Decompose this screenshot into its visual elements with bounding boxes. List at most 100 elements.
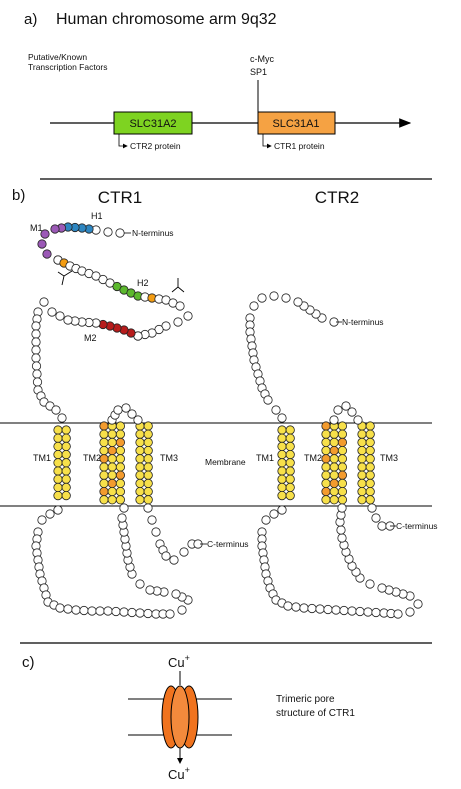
- ctr2-tm2-tm-residue: [321, 462, 331, 472]
- ctr2-tm1-tm-residue: [277, 449, 287, 460]
- ctr1-tm1-tm-residue: [53, 466, 63, 476]
- ctr2-tm1-tm-residue: [277, 482, 287, 492]
- ctr1-tm2-tm-residue: [115, 478, 126, 488]
- ctr1-motif-m1-label: M1: [30, 223, 43, 233]
- ctr1-tm2-tm-residue: [99, 429, 109, 439]
- ctr1-icd-residue: [177, 605, 187, 615]
- ctr1-icd-residue: [165, 609, 175, 619]
- ctr1-loop-residue: [133, 415, 143, 425]
- ctr1-tm1-tm-residue: [53, 449, 63, 460]
- glycosylation-site-1: [57, 270, 73, 286]
- panel-c: c) Cu+ Cu+ Trimeric pore structure of CT…: [22, 653, 355, 782]
- ctr1-ecd2-residue: [31, 329, 41, 339]
- ctr1-tm2-tm-residue: [99, 486, 109, 497]
- ctr1-tm2-tm-residue: [107, 437, 117, 447]
- ctr2-tm2-tm-residue: [337, 421, 347, 431]
- ctr1-tm1-tm-residue: [61, 433, 71, 443]
- ctr1-tm1-label: TM1: [33, 453, 51, 463]
- ctr1-tm2-tm-residue: [115, 470, 126, 480]
- ctr1-icd-residue: [119, 607, 129, 617]
- ctr1-icd-residue: [143, 608, 153, 619]
- ctr2-loop-residue: [353, 415, 363, 425]
- tf-heading-line1: Putative/Known: [28, 52, 87, 62]
- ctr2-tm2-tm-residue: [337, 429, 347, 439]
- membrane-label: Membrane: [205, 457, 246, 467]
- ctr1-tm3-tm-residue: [135, 478, 145, 488]
- ctr2-icd-residue: [393, 609, 403, 619]
- ctr1-tm2-tm-residue: [107, 495, 117, 505]
- ctr2-icd-residue: [377, 583, 387, 593]
- ctr2-icd-residue: [337, 503, 347, 513]
- ctr1-ecd-residue: [173, 317, 183, 327]
- ctr2-tm2-tm-residue: [329, 454, 339, 464]
- ctr1-tm3-label: TM3: [160, 453, 178, 463]
- ctr1-tm1-tm-residue: [61, 490, 71, 501]
- ctr2-cterm-residue: [371, 513, 381, 523]
- ctr1-tm3-tm-residue: [143, 486, 153, 497]
- ctr2-icd-residue: [413, 599, 423, 609]
- ctr1-icd-residue: [135, 579, 145, 589]
- ctr2-topology: [245, 291, 423, 619]
- ctr1-ecd2-residue: [47, 307, 57, 317]
- ctr1-tm3-tm-residue: [143, 429, 153, 439]
- ctr1-tm1-tm-residue: [53, 433, 63, 443]
- ctr1-icd-residue: [87, 606, 97, 616]
- ctr1-tm2-tm-residue: [107, 445, 117, 456]
- ctr2-tm2-tm-residue: [329, 429, 339, 439]
- ctr1-tm3-tm-residue: [135, 429, 145, 439]
- gene-slc31a1-box: [257, 111, 336, 135]
- ctr1-tm1-tm-residue: [53, 474, 63, 484]
- ctr2-tm2-tm-residue: [337, 470, 347, 480]
- ctr1-icd-residue: [55, 603, 65, 613]
- ctr2-ecd-residue: [277, 413, 287, 423]
- ctr2-tm2-tm-residue: [329, 486, 339, 497]
- ctr1-ecd2-residue: [31, 361, 42, 371]
- tf-heading-line2: Transcription Factors: [28, 62, 108, 72]
- ctr1-tm3-tm-residue: [143, 478, 153, 488]
- ctr2-tm1-tm-residue: [285, 482, 295, 492]
- ctr2-tm3-tm-residue: [357, 470, 367, 480]
- ctr1-ecd2-residue: [32, 369, 42, 379]
- ctr2-tm2-tm-residue: [321, 421, 331, 431]
- ctr1-icd-residue: [119, 503, 129, 513]
- gene-slc31a2-label: SLC31A2: [129, 118, 176, 130]
- ctr2-tm2-label: TM2: [304, 453, 322, 463]
- ctr2-protein-arrow: [118, 134, 128, 149]
- ctr1-ecd-residue: [175, 301, 185, 311]
- ctr1-tm2-tm-residue: [115, 437, 126, 447]
- ctr1-tm3-tm-residue: [135, 495, 145, 505]
- trimeric-pore: [161, 685, 199, 749]
- gene-slc31a2-box: [113, 111, 193, 135]
- ctr1-ecd2-residue: [39, 297, 49, 307]
- ctr1-tm3-tm-residue: [135, 470, 145, 480]
- ctr1-icd-residue: [37, 515, 47, 525]
- ctr2-ecd-residue: [269, 291, 279, 301]
- ctr2-tm2-tm-residue: [321, 470, 331, 480]
- gene-slc31a1-label: SLC31A1: [272, 118, 319, 130]
- ctr2-tm1-tm-residue: [285, 466, 295, 476]
- ctr1-ecd2-residue: [31, 337, 41, 347]
- ctr2-tm1-tm-residue: [285, 449, 295, 460]
- ctr2-tm1-tm-residue: [277, 425, 287, 435]
- ctr2-tm3-tm-residue: [357, 437, 367, 447]
- pore-caption-line2: structure of CTR1: [276, 708, 355, 719]
- ctr1-n-terminus-label: N-terminus: [132, 228, 174, 238]
- ctr1-cterm-residue: [179, 547, 189, 557]
- ctr1-tm1-tm-residue: [61, 482, 71, 492]
- ctr1-tm2-tm-residue: [107, 454, 117, 464]
- ctr2-tm2-tm-residue: [329, 437, 339, 447]
- ctr2-tm3-tm-residue: [357, 495, 367, 505]
- ctr2-tm2-tm-residue: [321, 445, 331, 456]
- ctr1-ecd2-residue: [31, 353, 41, 363]
- ctr1-cterm-residue: [147, 515, 157, 525]
- ctr2-tm3-tm-residue: [365, 454, 375, 464]
- ctr2-tm1-tm-residue: [285, 425, 295, 435]
- ctr1-nterm-residue: [103, 227, 113, 237]
- ctr1-tm3-tm-residue: [135, 445, 145, 456]
- pore-subunit-3: [170, 685, 190, 749]
- ctr1-tm2-tm-residue: [107, 462, 117, 472]
- ctr2-icd-residue: [315, 604, 325, 614]
- ctr2-tm1-tm-residue: [285, 458, 295, 468]
- ctr1-tm2-tm-residue: [107, 486, 117, 497]
